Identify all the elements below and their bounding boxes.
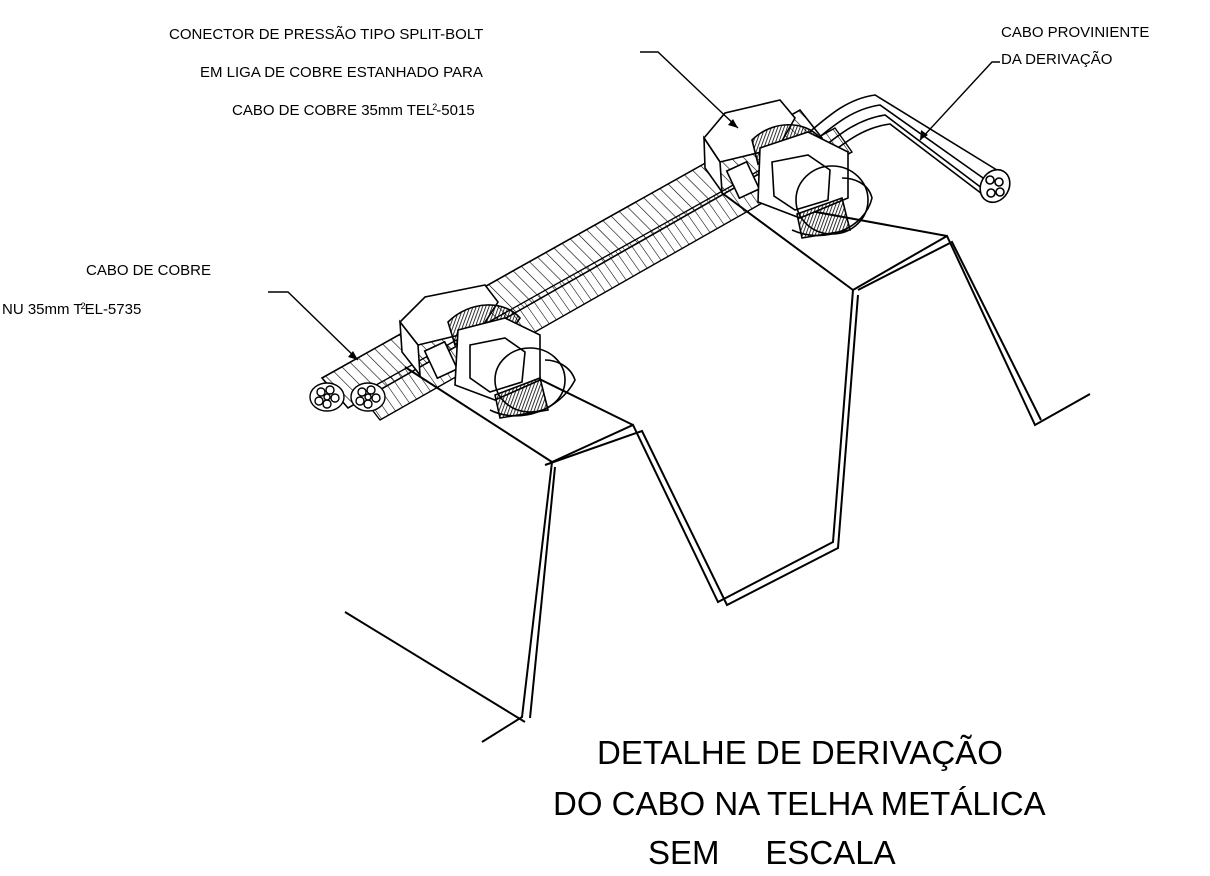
roof-profile-front xyxy=(481,234,1091,743)
leader-lines xyxy=(268,51,1000,361)
leader-branch-cable xyxy=(919,61,1000,141)
drawing-scale-note: SEM ESCALA xyxy=(648,834,896,871)
roof-profile-inner xyxy=(344,240,1042,723)
metal-roof-sheet xyxy=(344,192,1091,743)
branch-cable-end xyxy=(979,168,1011,204)
split-bolt-connector-left xyxy=(398,284,576,419)
leader-bare-cable xyxy=(268,291,359,361)
bare-cable-label-line2: NU 35mm T2EL-5735 xyxy=(2,301,142,318)
cable-end-left-b xyxy=(350,382,386,412)
bare-cable-label-line1: CABO DE COBRE xyxy=(86,262,212,279)
cable-end-left-a xyxy=(309,382,345,412)
drawing-title-line1: DETALHE DE DERIVAÇÃO xyxy=(597,734,1003,771)
leader-arrowheads xyxy=(348,119,928,360)
connector-label-line2: EM LIGA DE COBRE ESTANHADO PARA xyxy=(200,64,483,81)
split-bolt-connector-right xyxy=(703,99,873,239)
drawing-title-line2: DO CABO NA TELHA METÁLICA xyxy=(553,785,1046,822)
leader-connector xyxy=(640,51,739,129)
connector-label-line3: CABO DE COBRE 35mm TEL2-5015 xyxy=(232,102,475,119)
branch-cable-label-line1: CABO PROVINIENTE xyxy=(1001,24,1150,41)
connector-label-line1: CONECTOR DE PRESSÃO TIPO SPLIT-BOLT xyxy=(169,26,484,43)
branch-cable-label-line2: DA DERIVAÇÃO xyxy=(1001,51,1113,68)
